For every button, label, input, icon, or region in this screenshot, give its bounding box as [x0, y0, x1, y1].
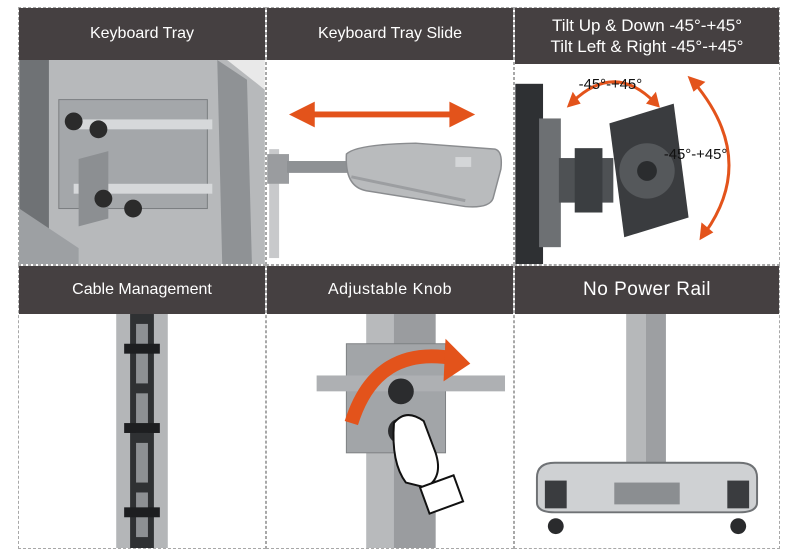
- vertical-rotate-arrow-icon: [687, 75, 731, 241]
- panel-cable-management: Cable Management: [18, 265, 266, 549]
- panel-header: Adjustable Knob: [267, 266, 513, 314]
- panel-title: No Power Rail: [583, 279, 711, 300]
- keyboard-tray-illustration: [19, 60, 265, 264]
- rotate-arrow-icon: [344, 338, 471, 426]
- panel-title: Cable Management: [72, 281, 212, 298]
- no-power-rail-photo: [515, 314, 779, 548]
- panel-title-line-1: Tilt Up & Down -45°-+45°: [551, 16, 743, 35]
- panel-header: Tilt Up & Down -45°-+45° Tilt Left & Rig…: [515, 8, 779, 64]
- tilt-illustration: -45°-+45° -45°-+45°: [515, 75, 731, 264]
- panel-title-line-2: Tilt Left & Right -45°-+45°: [550, 37, 744, 56]
- panel-title: Keyboard Tray: [89, 25, 195, 42]
- adjustable-knob-photo: [267, 314, 513, 548]
- no-power-rail-illustration: [535, 314, 759, 535]
- panel-tilt: Tilt Up & Down -45°-+45° Tilt Left & Rig…: [514, 7, 780, 265]
- double-arrow-icon: [288, 101, 476, 128]
- panel-header: Keyboard Tray: [19, 8, 265, 60]
- hand-icon: [392, 414, 465, 515]
- vertical-angle-label: -45°-+45°: [664, 147, 728, 163]
- panel-header: Cable Management: [19, 266, 265, 314]
- horizontal-angle-label: -45°-+45°: [579, 77, 643, 93]
- panel-keyboard-tray: Keyboard Tray: [18, 7, 266, 265]
- panel-no-power-rail: No Power Rail: [514, 265, 780, 549]
- panel-header: Keyboard Tray Slide: [267, 8, 513, 60]
- panel-keyboard-tray-slide: Keyboard Tray Slide: [266, 7, 514, 265]
- panel-title: Keyboard Tray Slide: [317, 25, 463, 42]
- cable-management-photo: [19, 314, 265, 548]
- tilt-photo: -45°-+45° -45°-+45°: [515, 64, 779, 264]
- tray-slide-photo: [267, 60, 513, 264]
- cable-management-illustration: [116, 314, 168, 548]
- panel-header: No Power Rail: [515, 266, 779, 314]
- tray-slide-illustration: [267, 101, 503, 259]
- panel-title: Adjustable Knob: [327, 281, 453, 298]
- feature-grid: Keyboard Tray Keyboard Tray Slide: [18, 7, 780, 549]
- adjustable-knob-illustration: [316, 314, 506, 548]
- keyboard-tray-photo: [19, 60, 265, 264]
- panel-adjustable-knob: Adjustable Knob: [266, 265, 514, 549]
- horizontal-rotate-arrow-icon: [566, 80, 660, 108]
